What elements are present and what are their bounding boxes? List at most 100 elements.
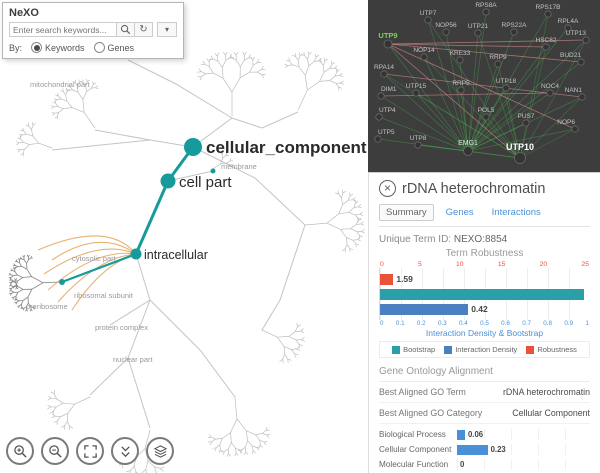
gene-node-utp10[interactable] bbox=[514, 152, 526, 164]
gene-node-nan1[interactable] bbox=[578, 93, 586, 101]
gene-node-utp18[interactable] bbox=[502, 84, 510, 92]
close-icon[interactable]: × bbox=[379, 180, 396, 197]
gene-node-rps8a[interactable] bbox=[482, 8, 490, 16]
gene-node-rrp5[interactable] bbox=[457, 86, 465, 94]
tree-label-cell-part[interactable]: cell part bbox=[179, 174, 232, 191]
gene-label-utp8[interactable]: UTP8 bbox=[410, 135, 427, 142]
network-canvas[interactable]: UTP7 RPS8A RPS17B RPL4A UTP13 NOP56 UTP21 RPS22… bbox=[368, 0, 600, 172]
tab-interactions[interactable]: Interactions bbox=[491, 207, 541, 218]
gene-node-rrp9[interactable] bbox=[494, 60, 502, 68]
gene-node-pus7[interactable] bbox=[522, 119, 530, 127]
gene-label-utp15[interactable]: UTP15 bbox=[406, 83, 427, 90]
gene-node-utp15[interactable] bbox=[412, 89, 420, 97]
gene-label-noc4[interactable]: NOC4 bbox=[541, 83, 559, 90]
interaction-edge bbox=[387, 43, 547, 48]
gene-label-rps17b[interactable]: RPS17B bbox=[536, 4, 561, 11]
gene-node-utp5[interactable] bbox=[374, 135, 382, 143]
gene-node-utp13[interactable] bbox=[582, 36, 590, 44]
gene-node-nop14[interactable] bbox=[420, 53, 428, 61]
tree-label-nuclear-part[interactable]: nuclear part bbox=[113, 355, 154, 364]
tree-label-preribosome[interactable]: preribosome bbox=[26, 302, 68, 311]
gene-label-utp7[interactable]: UTP7 bbox=[420, 10, 437, 17]
gene-label-nop56[interactable]: NOP56 bbox=[435, 22, 457, 29]
tree-label-cytosolic-part[interactable]: cytosolic part bbox=[72, 254, 117, 263]
tree-node-cell-part[interactable] bbox=[160, 173, 176, 189]
tree-label-intracellular[interactable]: intracellular bbox=[144, 248, 208, 262]
gene-label-kre33[interactable]: KRE33 bbox=[450, 50, 471, 57]
fit-to-screen-button[interactable] bbox=[76, 437, 104, 465]
tab-genes[interactable]: Genes bbox=[445, 207, 474, 218]
gene-node-utp8[interactable] bbox=[414, 141, 422, 149]
gene-node-emg1[interactable] bbox=[463, 146, 473, 156]
reset-icon[interactable]: ↻ bbox=[135, 22, 153, 37]
gene-label-rrp5[interactable]: RRP5 bbox=[452, 80, 470, 87]
tree-node-membrane[interactable] bbox=[210, 168, 216, 174]
gene-label-utp21[interactable]: UTP21 bbox=[468, 23, 489, 30]
tree-label-cellular-component[interactable]: cellular_component bbox=[206, 138, 367, 157]
gene-node-nop6[interactable] bbox=[571, 125, 579, 133]
zoom-in-button[interactable] bbox=[6, 437, 34, 465]
tree-node-intracellular[interactable] bbox=[130, 248, 142, 260]
gene-node-utp4[interactable] bbox=[375, 113, 383, 121]
gene-label-utp10[interactable]: UTP10 bbox=[506, 142, 534, 152]
gene-node-noc4[interactable] bbox=[546, 89, 554, 97]
gene-node-nop56[interactable] bbox=[442, 28, 450, 36]
collapse-button[interactable] bbox=[111, 437, 139, 465]
gene-label-utp13[interactable]: UTP13 bbox=[566, 30, 587, 37]
interaction-edge bbox=[460, 89, 469, 152]
gene-label-utp5[interactable]: UTP5 bbox=[378, 129, 395, 136]
search-by-genes[interactable]: Genes bbox=[93, 42, 134, 53]
gene-label-pol5[interactable]: POL5 bbox=[478, 107, 495, 114]
gene-node-utp7[interactable] bbox=[424, 16, 432, 24]
gene-node-rpa14[interactable] bbox=[380, 70, 388, 78]
gene-label-rpl4a[interactable]: RPL4A bbox=[558, 18, 579, 25]
gene-label-hsc82[interactable]: HSC82 bbox=[536, 37, 557, 44]
gene-label-utp9[interactable]: UTP9 bbox=[378, 31, 397, 40]
radio-icon[interactable] bbox=[31, 42, 43, 53]
gene-label-emg1[interactable]: EMG1 bbox=[458, 140, 478, 147]
gene-node-utp21[interactable] bbox=[474, 29, 482, 37]
gene-node-rps17b[interactable] bbox=[544, 10, 552, 18]
gene-label-nop6[interactable]: NOP6 bbox=[557, 119, 575, 126]
gene-label-utp4[interactable]: UTP4 bbox=[379, 107, 396, 114]
gene-network-panel[interactable]: UTP7 RPS8A RPS17B RPL4A UTP13 NOP56 UTP21 RPS22… bbox=[368, 0, 600, 172]
zoom-out-button[interactable] bbox=[41, 437, 69, 465]
gene-node-kre33[interactable] bbox=[456, 56, 464, 64]
gene-label-utp18[interactable]: UTP18 bbox=[496, 78, 517, 85]
search-by-keywords[interactable]: Keywords bbox=[31, 42, 85, 53]
tree-label-membrane[interactable]: membrane bbox=[221, 162, 257, 171]
radio-icon[interactable] bbox=[93, 42, 105, 53]
tree-label-mitochondrial-part[interactable]: mitochondrial part bbox=[30, 80, 91, 89]
gene-node-pol5[interactable] bbox=[482, 113, 490, 121]
search-icon[interactable] bbox=[117, 22, 135, 37]
gene-node-hsc82[interactable] bbox=[542, 43, 550, 51]
gene-label-rpa14[interactable]: RPA14 bbox=[374, 64, 394, 71]
tree-label-protein-complex[interactable]: protein complex bbox=[95, 323, 148, 332]
layers-button[interactable] bbox=[146, 437, 174, 465]
interaction-edge bbox=[417, 144, 469, 152]
gene-label-rrp9[interactable]: RRP9 bbox=[489, 54, 507, 61]
tree-node[interactable] bbox=[59, 279, 65, 285]
gene-node-dim1[interactable] bbox=[377, 92, 385, 100]
gene-label-dim1[interactable]: DIM1 bbox=[381, 86, 397, 93]
chevron-down-icon[interactable]: ▾ bbox=[157, 22, 177, 37]
gene-label-pus7[interactable]: PUS7 bbox=[518, 113, 535, 120]
gene-label-nop14[interactable]: NOP14 bbox=[413, 47, 435, 54]
gene-node-rpl4a[interactable] bbox=[564, 24, 572, 32]
gene-label-bud21[interactable]: BUD21 bbox=[560, 52, 581, 59]
gene-label-nan1[interactable]: NAN1 bbox=[565, 87, 583, 94]
gene-node-rps22a[interactable] bbox=[510, 28, 518, 36]
tree-label-ribosomal-subunit[interactable]: ribosomal subunit bbox=[74, 291, 134, 300]
gene-label-rps22a[interactable]: RPS22A bbox=[502, 22, 528, 29]
gene-node-bud21[interactable] bbox=[577, 58, 585, 66]
gene-node-utp9[interactable] bbox=[383, 39, 393, 49]
tree-node-cellular-component[interactable] bbox=[184, 138, 202, 156]
search-input[interactable] bbox=[9, 22, 117, 37]
gene-label-rps8a[interactable]: RPS8A bbox=[475, 2, 497, 9]
tab-summary[interactable]: Summary bbox=[379, 204, 434, 221]
